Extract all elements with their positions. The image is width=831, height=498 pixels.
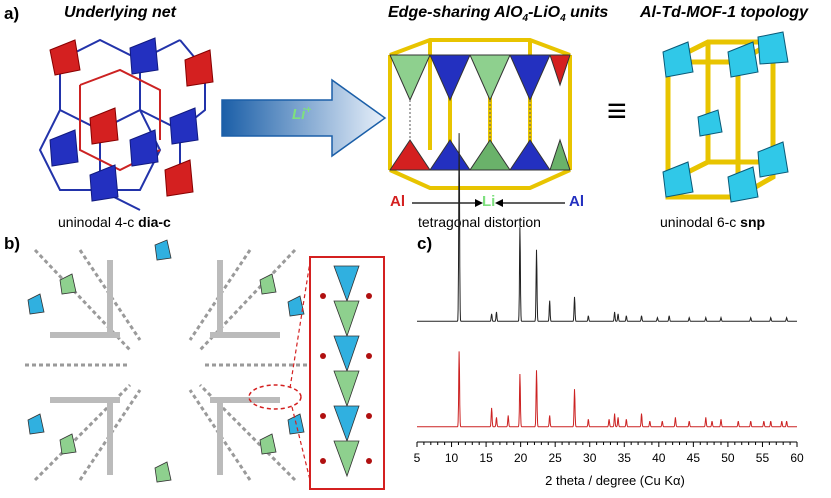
x-tick-label: 60 <box>790 451 804 465</box>
caption-tetragonal: tetragonal distortion <box>418 214 541 230</box>
edge-sharing-framework <box>388 38 572 190</box>
pxrd-series-0 <box>417 133 797 322</box>
li-label: Li <box>482 193 496 210</box>
al-left-label: Al <box>390 193 405 210</box>
x-axis-label: 2 theta / degree (Cu Kα) <box>545 473 685 488</box>
x-tick-label: 35 <box>618 451 632 465</box>
x-tick-label: 20 <box>514 451 528 465</box>
panel-c-label: c) <box>417 234 433 253</box>
x-tick-label: 10 <box>445 451 459 465</box>
framework-channel-view <box>20 239 311 490</box>
al-li-arrows <box>412 199 565 207</box>
dia-net-illustration <box>38 37 214 211</box>
arrow-li-label: Li+ <box>292 105 312 123</box>
x-tick-label: 25 <box>549 451 563 465</box>
x-tick-label: 5 <box>414 451 421 465</box>
lithiation-arrow <box>221 78 387 158</box>
heading-topology: Al-Td-MOF-1 topology <box>640 4 808 21</box>
caption-snp: uninodal 6-c snp <box>660 214 766 230</box>
heading-underlying-net: Underlying net <box>64 4 177 21</box>
x-tick-label: 15 <box>479 451 493 465</box>
x-tick-label: 50 <box>721 451 735 465</box>
panel-b-label: b) <box>4 234 21 253</box>
x-tick-label: 55 <box>756 451 770 465</box>
snp-topology-illustration <box>662 31 789 203</box>
equivalence-symbol: ≡ <box>607 92 627 130</box>
x-tick-label: 30 <box>583 451 597 465</box>
chain-inset <box>309 256 385 490</box>
pxrd-series-1 <box>417 351 797 428</box>
al-right-label: Al <box>569 193 584 210</box>
x-tick-label: 40 <box>652 451 666 465</box>
x-tick-label: 45 <box>687 451 701 465</box>
caption-dia-c: uninodal 4-c dia-c <box>58 214 171 230</box>
heading-edge-sharing: Edge-sharing AlO4-LiO4 units <box>388 4 609 25</box>
panel-a-label: a) <box>4 4 20 23</box>
pxrd-chart: 5 10 15 20 25 30 35 40 45 50 55 60 2 theta / degree … <box>414 133 804 488</box>
